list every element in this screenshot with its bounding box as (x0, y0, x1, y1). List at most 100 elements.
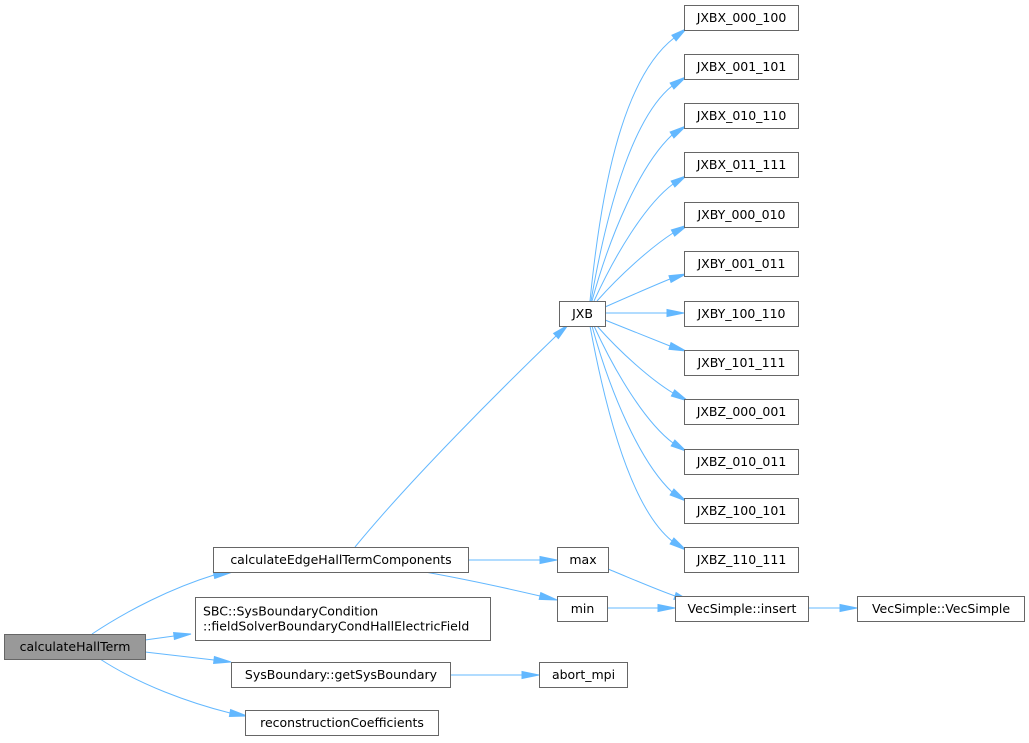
node-JXBZ_000_001[interactable]: JXBZ_000_001 (684, 399, 799, 425)
node-JXBY_000_010[interactable]: JXBY_000_010 (684, 202, 799, 228)
node-JXBZ_110_111[interactable]: JXBZ_110_111 (684, 547, 799, 573)
node-box[interactable] (684, 301, 799, 327)
node-label: SysBoundary::getSysBoundary (245, 667, 438, 682)
node-box[interactable] (684, 547, 799, 573)
node-box[interactable] (4, 634, 146, 660)
node-min[interactable]: min (557, 596, 608, 622)
edge-line (589, 37, 675, 302)
node-label: calculateHallTerm (20, 639, 131, 654)
node-label: min (571, 601, 595, 616)
node-box[interactable] (684, 54, 799, 80)
arrowhead-icon (669, 125, 687, 139)
node-box[interactable] (684, 251, 799, 277)
node-label: JXBZ_000_001 (696, 404, 787, 419)
edge-line (144, 651, 215, 661)
node-box[interactable] (559, 301, 606, 327)
node-max[interactable]: max (557, 547, 609, 573)
edges-layer (91, 28, 858, 717)
edge-JXB-to-JXBX_011_111 (593, 175, 687, 302)
node-label: max (569, 552, 596, 567)
edge-calculateEdgeHallTermComponents-to-max (468, 555, 558, 565)
node-label: abort_mpi (552, 667, 615, 682)
node-box[interactable] (684, 202, 799, 228)
edge-min-to-VecSimple_insert (607, 603, 676, 613)
arrowhead-icon (552, 324, 569, 340)
node-box[interactable] (213, 547, 469, 573)
node-JXBX_010_110[interactable]: JXBX_010_110 (684, 103, 799, 129)
edge-calculateEdgeHallTermComponents-to-min (424, 571, 558, 601)
node-box[interactable] (557, 596, 608, 622)
node-JXBY_101_111[interactable]: JXBY_101_111 (684, 350, 799, 376)
node-label: reconstructionCoefficients (260, 715, 424, 730)
node-JXBY_001_011[interactable]: JXBY_001_011 (684, 251, 799, 277)
node-label: JXBY_001_011 (697, 256, 786, 271)
edge-calculateHallTerm-to-reconstructionCoefficients (99, 658, 248, 717)
node-label: JXBX_001_101 (696, 59, 787, 74)
node-calculateHallTerm[interactable]: calculateHallTerm (4, 634, 146, 660)
node-box[interactable] (684, 103, 799, 129)
node-label: JXBY_101_111 (697, 355, 786, 370)
node-box[interactable] (684, 5, 799, 31)
edge-calculateHallTerm-to-fieldSolverBoundaryCondHallElectricField (144, 631, 192, 641)
node-label: JXBY_100_110 (697, 306, 786, 321)
node-JXBZ_010_011[interactable]: JXBZ_010_011 (684, 449, 799, 475)
node-VecSimple_insert[interactable]: VecSimple::insert (675, 596, 809, 622)
arrowhead-icon (670, 439, 687, 452)
node-VecSimple_VecSimple[interactable]: VecSimple::VecSimple (857, 596, 1025, 622)
arrowhead-icon (666, 308, 685, 318)
node-box[interactable] (684, 498, 799, 524)
node-box[interactable] (539, 662, 628, 688)
edge-line (593, 183, 674, 302)
node-box[interactable] (557, 547, 609, 573)
arrowhead-icon (539, 555, 558, 565)
edge-line (91, 574, 215, 635)
edge-VecSimple_insert-to-VecSimple_VecSimple (808, 603, 858, 613)
node-getSysBoundary[interactable]: SysBoundary::getSysBoundary (231, 662, 451, 688)
node-label: JXBY_000_010 (697, 207, 786, 222)
node-calculateEdgeHallTermComponents[interactable]: calculateEdgeHallTermComponents (213, 547, 469, 573)
node-box[interactable] (684, 449, 799, 475)
node-abort_mpi[interactable]: abort_mpi (539, 662, 628, 688)
edge-line (354, 335, 557, 548)
edge-JXB-to-JXBZ_100_101 (591, 325, 687, 502)
node-box[interactable] (231, 662, 451, 688)
node-box[interactable] (675, 596, 809, 622)
arrowhead-icon (228, 708, 248, 717)
edge-line (596, 325, 674, 394)
arrowhead-icon (538, 591, 558, 601)
node-JXBZ_100_101[interactable]: JXBZ_100_101 (684, 498, 799, 524)
node-box[interactable] (684, 399, 799, 425)
edge-line (590, 85, 673, 302)
node-label: JXBX_010_110 (696, 108, 787, 123)
edge-JXB-to-JXBY_001_011 (604, 273, 687, 308)
node-label: JXBZ_110_111 (696, 552, 787, 567)
node-JXBX_011_111[interactable]: JXBX_011_111 (684, 152, 799, 178)
node-label: VecSimple::VecSimple (872, 601, 1010, 616)
node-JXB[interactable]: JXB (559, 301, 606, 327)
edge-JXB-to-JXBX_010_110 (591, 125, 687, 302)
node-box[interactable] (857, 596, 1025, 622)
node-label: JXBX_011_111 (696, 157, 787, 172)
arrowhead-icon (670, 224, 689, 237)
edge-JXB-to-JXBY_000_010 (596, 224, 689, 302)
edge-line (144, 635, 175, 641)
edge-JXB-to-JXBZ_010_011 (593, 325, 687, 452)
node-JXBX_001_101[interactable]: JXBX_001_101 (684, 54, 799, 80)
node-box[interactable] (245, 710, 439, 736)
node-label: VecSimple::insert (688, 601, 797, 616)
node-box[interactable] (684, 152, 799, 178)
node-box[interactable] (684, 350, 799, 376)
node-JXBX_000_100[interactable]: JXBX_000_100 (684, 5, 799, 31)
node-reconstructionCoefficients[interactable]: reconstructionCoefficients (245, 710, 439, 736)
edge-JXB-to-JXBZ_000_001 (596, 325, 689, 402)
node-fieldSolverBoundaryCondHallElectricField[interactable]: SBC::SysBoundaryCondition::fieldSolverBo… (195, 597, 491, 641)
arrowhead-icon (668, 273, 687, 284)
edge-line (607, 568, 676, 597)
nodes-layer: calculateHallTerm calculateEdgeHallTermCo… (4, 5, 1025, 736)
edge-getSysBoundary-to-abort_mpi (450, 670, 540, 680)
node-JXBY_100_110[interactable]: JXBY_100_110 (684, 301, 799, 327)
edge-line (589, 325, 673, 542)
node-box[interactable] (195, 597, 491, 641)
edge-calculateEdgeHallTermComponents-to-JXB (354, 324, 569, 548)
arrowhead-icon (839, 603, 858, 613)
